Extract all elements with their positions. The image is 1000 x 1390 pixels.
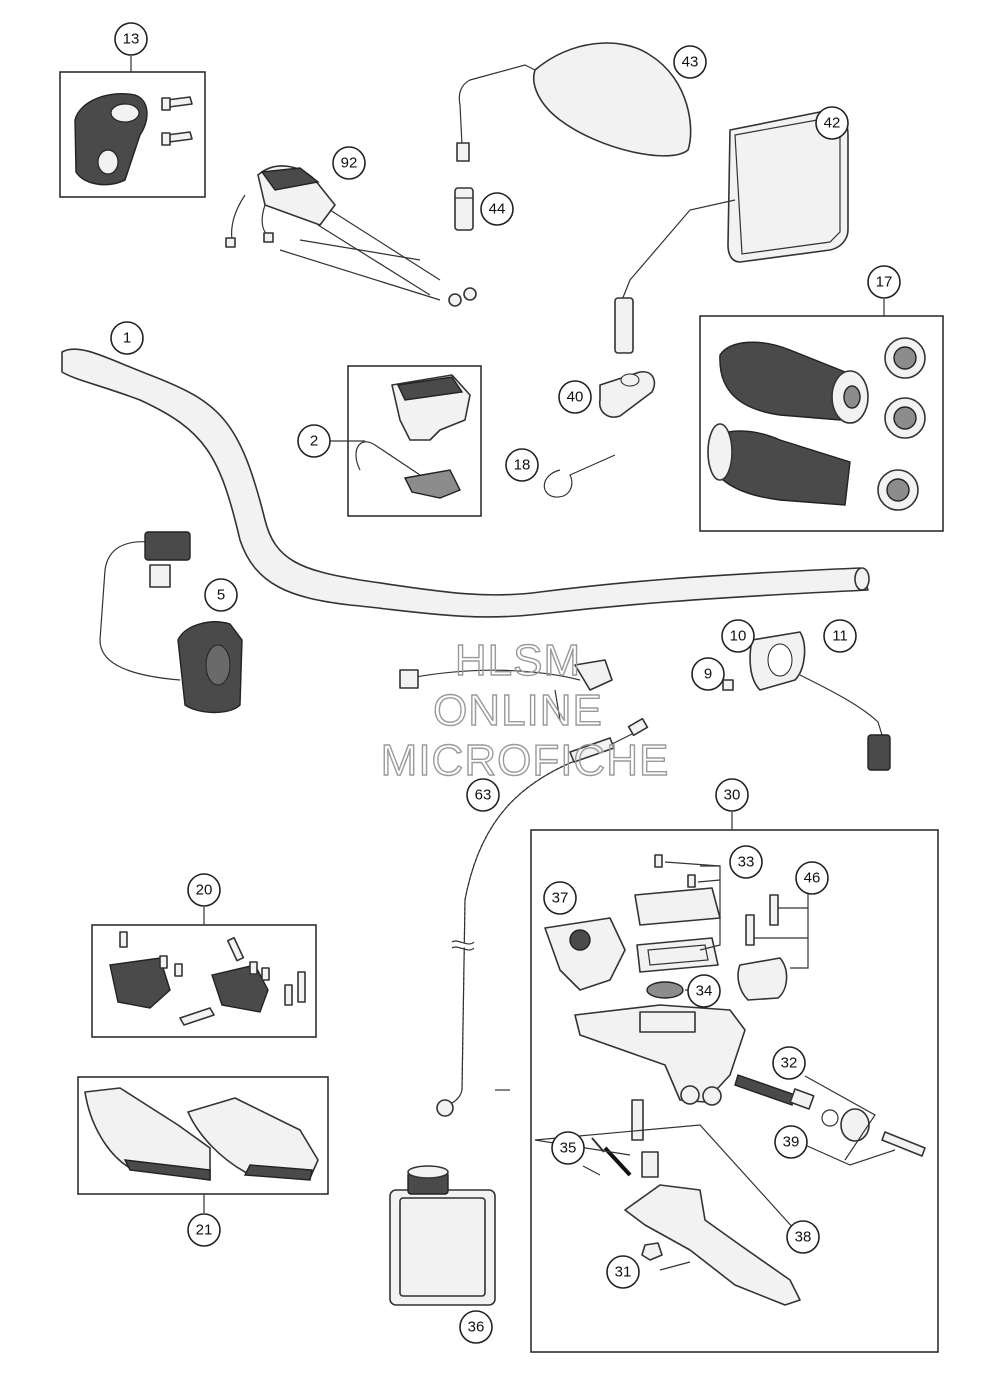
clutch-switch bbox=[399, 659, 613, 721]
callout-label: 30 bbox=[724, 787, 741, 804]
callout-label: 36 bbox=[468, 1319, 485, 1336]
callout-label: 33 bbox=[738, 854, 755, 871]
mirror-adapter-44 bbox=[454, 187, 474, 231]
callout-46: 46 bbox=[795, 861, 829, 895]
callout-label: 39 bbox=[783, 1134, 800, 1151]
callout-1: 1 bbox=[110, 321, 144, 355]
callout-label: 43 bbox=[682, 54, 699, 71]
callout-20: 20 bbox=[187, 873, 221, 907]
switch-9-10-11 bbox=[722, 631, 891, 771]
watermark: HLSM ONLINE MICROFICHE bbox=[380, 635, 670, 785]
handguard-mount-20 bbox=[109, 931, 306, 1026]
grips-17 bbox=[707, 337, 926, 511]
callout-38: 38 bbox=[786, 1220, 820, 1254]
throttle-assembly-92 bbox=[225, 165, 477, 307]
switch-housing-13 bbox=[74, 93, 193, 186]
callout-34: 34 bbox=[687, 974, 721, 1008]
box-13 bbox=[59, 71, 206, 198]
switch-5 bbox=[99, 531, 243, 714]
callout-2: 2 bbox=[297, 424, 331, 458]
callout-37: 37 bbox=[543, 881, 577, 915]
callout-label: 34 bbox=[696, 983, 713, 1000]
handlebar bbox=[61, 348, 870, 618]
callout-label: 42 bbox=[824, 115, 841, 132]
callout-label: 38 bbox=[795, 1229, 812, 1246]
callout-9: 9 bbox=[691, 657, 725, 691]
callout-5: 5 bbox=[204, 578, 238, 612]
box-21 bbox=[77, 1076, 329, 1195]
callout-label: 20 bbox=[196, 882, 213, 899]
fluid-bottle-36 bbox=[389, 1165, 496, 1306]
callout-label: 21 bbox=[196, 1222, 213, 1239]
callout-32: 32 bbox=[772, 1046, 806, 1080]
clamp-40 bbox=[598, 370, 656, 418]
callout-label: 92 bbox=[341, 155, 358, 172]
watermark-line-3: MICROFICHE bbox=[381, 736, 670, 785]
callout-11: 11 bbox=[823, 619, 857, 653]
callout-label: 11 bbox=[832, 628, 848, 645]
callout-44: 44 bbox=[480, 192, 514, 226]
callout-21: 21 bbox=[187, 1213, 221, 1247]
callout-35: 35 bbox=[551, 1131, 585, 1165]
callout-10: 10 bbox=[721, 619, 755, 653]
callout-label: 35 bbox=[560, 1140, 577, 1157]
callout-17: 17 bbox=[867, 265, 901, 299]
box-17 bbox=[699, 315, 944, 532]
callout-63: 63 bbox=[466, 778, 500, 812]
callout-label: 1 bbox=[123, 330, 131, 347]
watermark-line-2: ONLINE bbox=[433, 686, 603, 735]
callout-label: 13 bbox=[123, 31, 140, 48]
callout-33: 33 bbox=[729, 845, 763, 879]
part-2 bbox=[355, 374, 471, 499]
master-cylinder-30 bbox=[544, 854, 926, 1306]
callout-label: 40 bbox=[567, 389, 584, 406]
callout-label: 17 bbox=[876, 274, 893, 291]
callout-31: 31 bbox=[606, 1255, 640, 1289]
callout-30: 30 bbox=[715, 778, 749, 812]
callout-label: 10 bbox=[730, 628, 747, 645]
callout-36: 36 bbox=[459, 1310, 493, 1344]
callout-label: 44 bbox=[489, 201, 506, 218]
callout-label: 31 bbox=[615, 1264, 632, 1281]
callout-label: 18 bbox=[514, 457, 531, 474]
callout-18: 18 bbox=[505, 448, 539, 482]
mirror-42 bbox=[614, 109, 849, 354]
mirror-43 bbox=[456, 42, 692, 162]
callout-42: 42 bbox=[815, 106, 849, 140]
callout-label: 2 bbox=[310, 433, 318, 450]
callout-92: 92 bbox=[332, 146, 366, 180]
cable-tie-18 bbox=[543, 454, 616, 498]
callout-40: 40 bbox=[558, 380, 592, 414]
callout-13: 13 bbox=[114, 22, 148, 56]
handguards-21 bbox=[84, 1087, 319, 1181]
box-30 bbox=[530, 829, 939, 1353]
callout-39: 39 bbox=[774, 1125, 808, 1159]
callout-label: 32 bbox=[781, 1055, 798, 1072]
callout-label: 5 bbox=[217, 587, 225, 604]
clutch-line-63 bbox=[436, 717, 649, 1117]
callout-label: 63 bbox=[475, 787, 492, 804]
callout-label: 46 bbox=[804, 870, 821, 887]
callout-label: 37 bbox=[552, 890, 569, 907]
callout-label: 9 bbox=[704, 666, 712, 683]
watermark-line-1: HLSM bbox=[455, 636, 581, 685]
callout-43: 43 bbox=[673, 45, 707, 79]
